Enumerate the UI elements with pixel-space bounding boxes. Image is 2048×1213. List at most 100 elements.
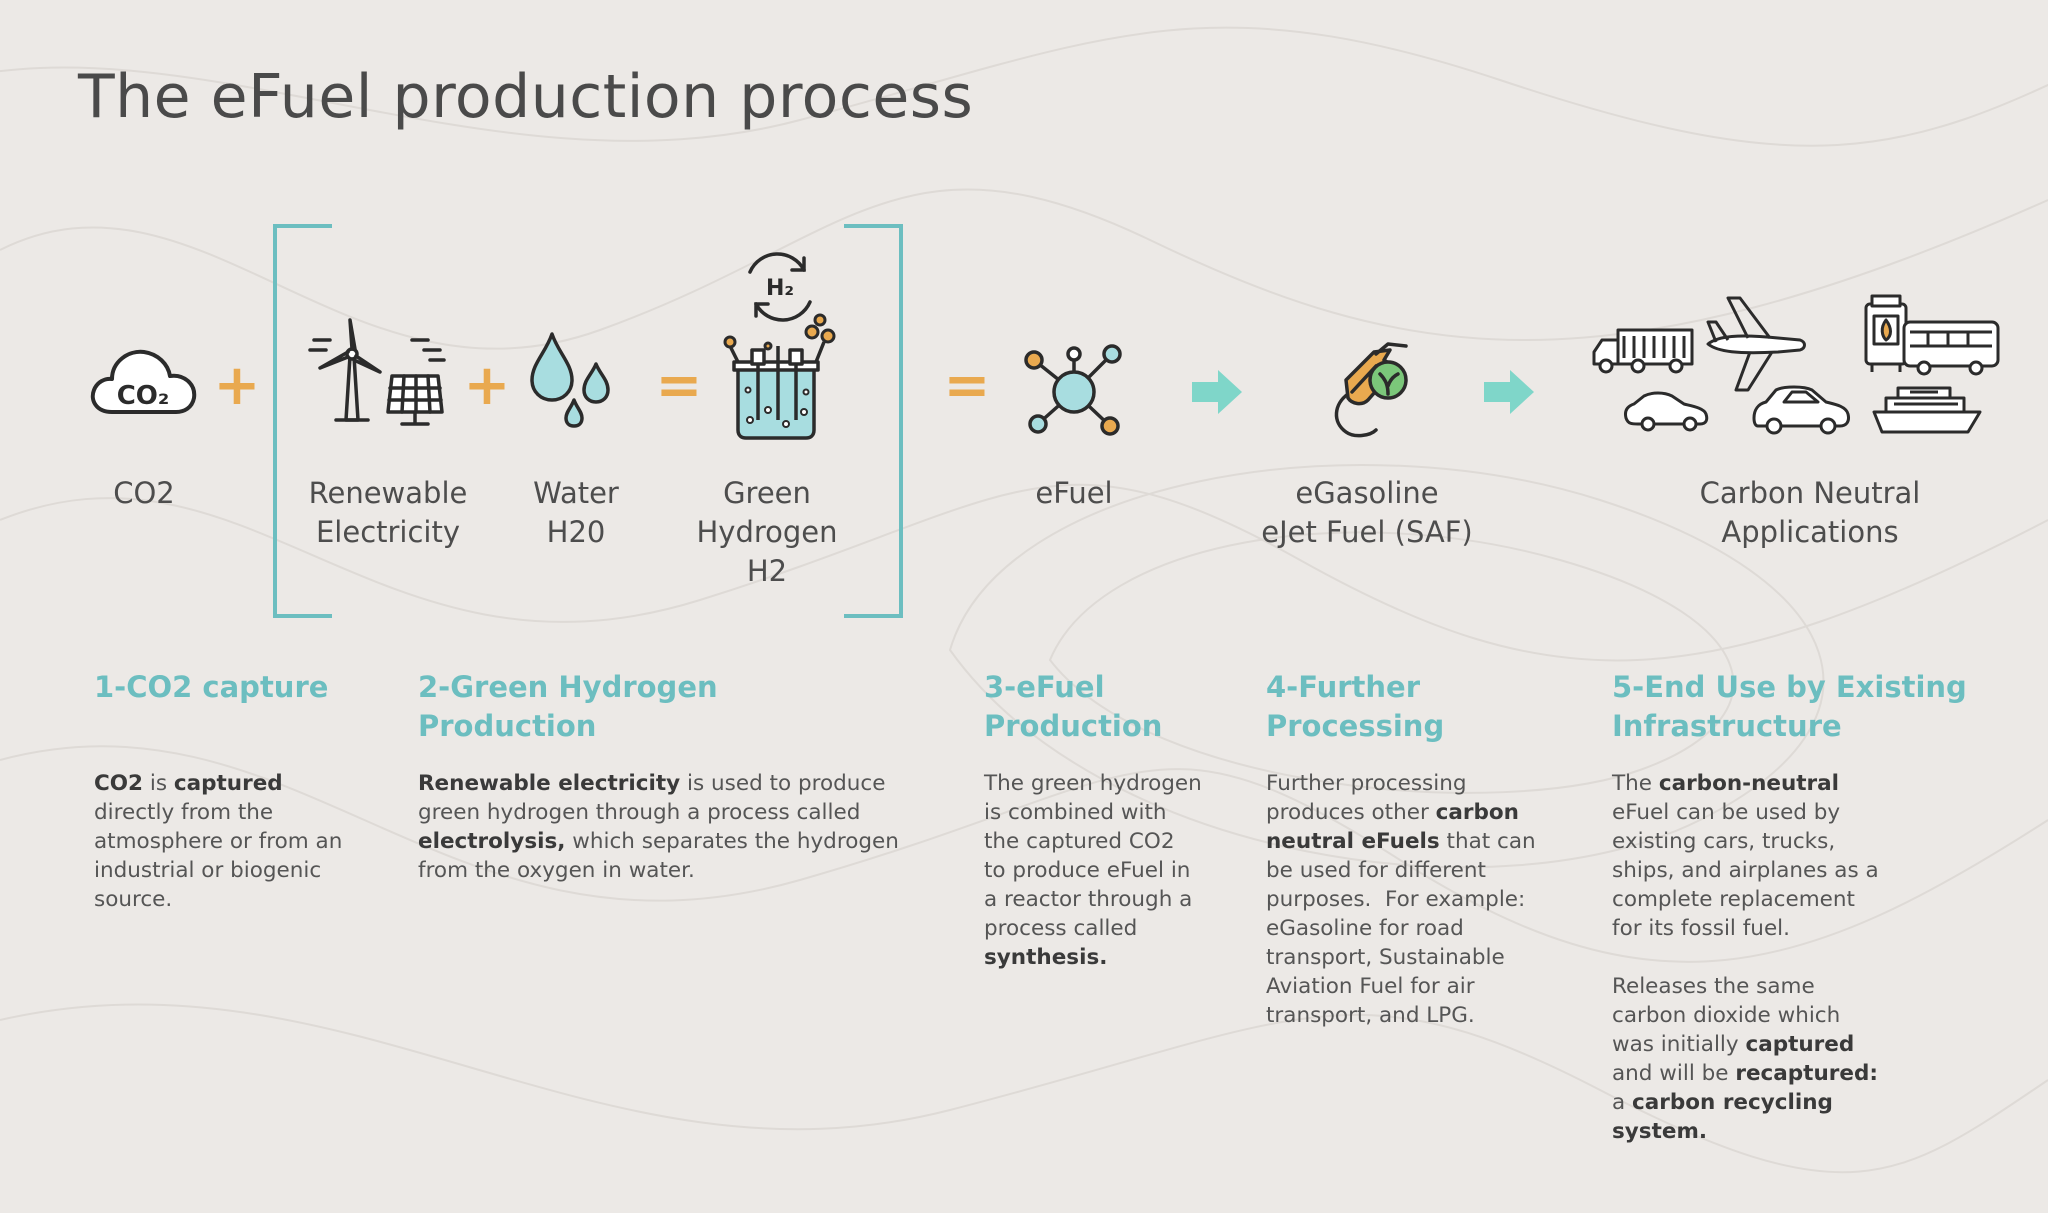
- h2-icon-text: H₂: [766, 276, 794, 301]
- plain-text: process called: [984, 916, 1138, 941]
- description-line: carbon dioxide which: [1612, 1001, 1879, 1030]
- vehicles-icon: [1592, 294, 2000, 435]
- bold-text: carbon recycling: [1632, 1090, 1833, 1115]
- description-line: ships, and airplanes as a: [1612, 856, 1879, 885]
- plain-text: transport, and LPG.: [1266, 1003, 1475, 1028]
- description-line: CO2 is captured: [94, 769, 342, 798]
- molecule-icon: [1024, 344, 1122, 436]
- plain-text: is: [143, 771, 174, 796]
- description-line: The carbon-neutral: [1612, 769, 1879, 798]
- bold-text: carbon-neutral: [1658, 771, 1840, 796]
- plain-text: eFuel can be used by: [1612, 800, 1841, 825]
- fuel-nozzle-icon: [1334, 342, 1408, 438]
- plain-text: existing cars, trucks,: [1612, 829, 1836, 854]
- description-line: be used for different: [1266, 856, 1536, 885]
- node-label-egasoline: eGasoline eJet Fuel (SAF): [1261, 476, 1473, 549]
- bold-text: neutral eFuels: [1266, 829, 1440, 854]
- plain-text: be used for different: [1266, 858, 1486, 883]
- bold-text: system.: [1612, 1119, 1708, 1144]
- node-label-water: Water H20: [533, 476, 619, 549]
- description-line: Further processing: [1266, 769, 1536, 798]
- bold-text: recaptured:: [1735, 1061, 1878, 1086]
- description-line: the captured CO2: [984, 827, 1202, 856]
- description-line: for its fossil fuel.: [1612, 914, 1879, 943]
- plain-text: The green hydrogen: [984, 771, 1202, 796]
- bold-text: synthesis.: [984, 945, 1108, 970]
- plain-text: a: [1612, 1090, 1633, 1115]
- plain-text: complete replacement: [1612, 887, 1855, 912]
- bold-text: carbon: [1435, 800, 1519, 825]
- description-line: existing cars, trucks,: [1612, 827, 1879, 856]
- plain-text: eGasoline for road: [1266, 916, 1464, 941]
- step-2-title: 2-Green Hydrogen Production: [418, 670, 718, 743]
- description-line: was initially captured: [1612, 1030, 1879, 1059]
- description-line: to produce eFuel in: [984, 856, 1202, 885]
- bold-text: captured: [173, 771, 283, 796]
- node-label-co2: CO2: [113, 476, 175, 510]
- plain-text: a reactor through a: [984, 887, 1193, 912]
- plain-text: the captured CO2: [984, 829, 1175, 854]
- left-bracket: [273, 224, 332, 618]
- hydrogen-reactor-icon: H₂: [723, 252, 836, 440]
- node-label-renewable-electricity: Renewable Electricity: [308, 476, 468, 549]
- wind-solar-icon: [308, 318, 446, 426]
- description-line: industrial or biogenic: [94, 856, 342, 885]
- water-drops-icon: [530, 332, 610, 428]
- plain-text: atmosphere or from an: [94, 829, 343, 854]
- step-2-description: Renewable electricity is used to produce…: [418, 769, 899, 885]
- step-4-title: 4-Further Processing: [1266, 670, 1445, 743]
- page-title: The eFuel production process: [78, 62, 974, 132]
- description-line: system.: [1612, 1117, 1879, 1146]
- description-line: a carbon recycling: [1612, 1088, 1879, 1117]
- description-line: a reactor through a: [984, 885, 1202, 914]
- step-5-title: 5-End Use by Existing Infrastructure: [1612, 670, 1967, 743]
- description-line: Aviation Fuel for air: [1266, 972, 1536, 1001]
- plain-text: directly from the: [94, 800, 274, 825]
- bold-text: electrolysis,: [418, 829, 566, 854]
- description-line: process called: [984, 914, 1202, 943]
- description-line: complete replacement: [1612, 885, 1879, 914]
- description-line: produces other carbon: [1266, 798, 1536, 827]
- description-line: and will be recaptured:: [1612, 1059, 1879, 1088]
- description-line: atmosphere or from an: [94, 827, 342, 856]
- bold-text: CO2: [94, 771, 144, 796]
- plus-operator-2: +: [463, 353, 511, 418]
- description-line: eFuel can be used by: [1612, 798, 1879, 827]
- description-line: transport, and LPG.: [1266, 1001, 1536, 1030]
- plain-text: for its fossil fuel.: [1612, 916, 1790, 941]
- plain-text: Releases the same: [1612, 974, 1815, 999]
- plain-text: Further processing: [1266, 771, 1467, 796]
- step-3-title: 3-eFuel Production: [984, 670, 1163, 743]
- plain-text: source.: [94, 887, 173, 912]
- plain-text: carbon dioxide which: [1612, 1003, 1841, 1028]
- plain-text: and will be: [1612, 1061, 1736, 1086]
- description-line: neutral eFuels that can: [1266, 827, 1536, 856]
- description-line: directly from the: [94, 798, 342, 827]
- plain-text: which separates the hydrogen: [565, 829, 899, 854]
- description-line: source.: [94, 885, 342, 914]
- description-line: [1612, 943, 1879, 972]
- description-line: electrolysis, which separates the hydrog…: [418, 827, 899, 856]
- plain-text: was initially: [1612, 1032, 1746, 1057]
- description-line: transport, Sustainable: [1266, 943, 1536, 972]
- plain-text: from the oxygen in water.: [418, 858, 695, 883]
- description-line: The green hydrogen: [984, 769, 1202, 798]
- co2-cloud-icon: CO₂: [90, 349, 197, 414]
- plain-text: Aviation Fuel for air: [1266, 974, 1475, 999]
- description-line: purposes. For example:: [1266, 885, 1536, 914]
- flow-arrow-icon-1: [1192, 370, 1242, 414]
- description-line: synthesis.: [984, 943, 1202, 972]
- plus-operator-1: +: [213, 353, 261, 418]
- node-label-green-hydrogen: Green Hydrogen H2: [696, 476, 838, 588]
- plain-text: green hydrogen through a process called: [418, 800, 861, 825]
- node-label-carbon-neutral-applications: Carbon Neutral Applications: [1699, 476, 1921, 549]
- bold-text: Renewable electricity: [418, 771, 681, 796]
- plain-text: to produce eFuel in: [984, 858, 1191, 883]
- right-bracket: [844, 224, 903, 618]
- plain-text: is used to produce: [680, 771, 886, 796]
